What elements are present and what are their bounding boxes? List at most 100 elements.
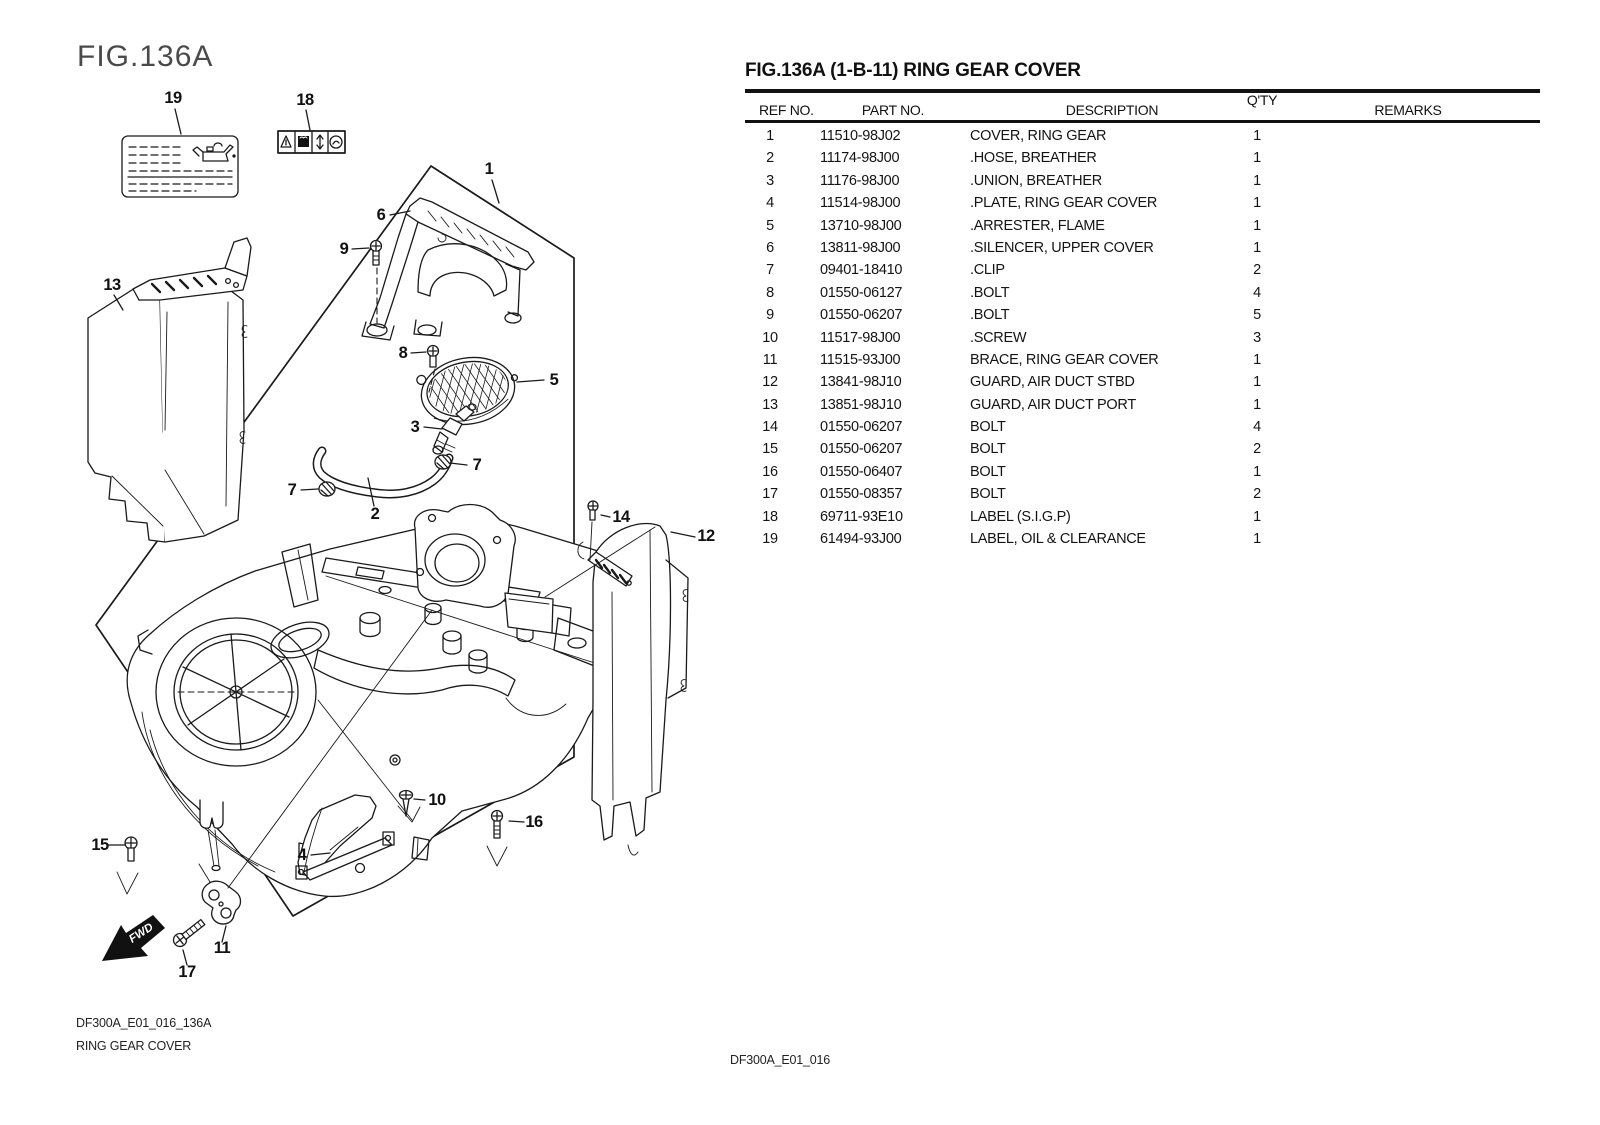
cell-qty: 1 [1253,217,1261,234]
bolt-9-icon [369,239,383,329]
table-header: Q'TY REF NO. PART NO. DESCRIPTION REMARK… [745,92,1540,120]
callout-5: 5 [550,371,559,389]
leader-lines [108,108,696,966]
cell-part: 13811-98J00 [820,239,901,256]
cell-desc: .UNION, BREATHER [970,172,1102,189]
cell-qty: 1 [1253,396,1261,413]
callout-2: 2 [371,505,380,523]
cell-desc: .SILENCER, UPPER COVER [970,239,1154,256]
cell-ref: 4 [766,195,774,212]
cell-part: 69711-93E10 [820,508,903,525]
cell-part: 09401-18410 [820,262,903,279]
oil-clearance-label [121,135,239,198]
cell-ref: 16 [762,463,778,480]
fwd-arrow: FWD [102,915,165,961]
part-13-guard-port [87,237,252,543]
cell-desc: BOLT [970,463,1006,480]
cell-part: 11510-98J02 [820,128,901,144]
header-ref: REF NO. [759,102,814,118]
callout-13: 13 [103,276,121,294]
cell-qty: 4 [1253,419,1261,436]
cell-qty: 2 [1253,486,1261,503]
footer-doc-code: DF300A_E01_016_136A [76,1016,212,1030]
bolt-15-icon [116,836,139,895]
callout-9: 9 [340,240,349,258]
cell-part: 13710-98J00 [820,217,902,234]
header-part: PART NO. [861,102,925,118]
callout-18: 18 [296,91,314,109]
cell-ref: 10 [762,329,778,346]
oil-can-icon [192,142,236,162]
cell-ref: 13 [762,396,778,413]
part-2-hose [312,443,456,499]
callout-12: 12 [697,527,715,545]
cell-desc: BOLT [970,441,1006,458]
cell-desc: BOLT [970,419,1006,436]
callout-7a: 7 [288,481,297,499]
cell-desc: BOLT [970,486,1006,503]
cell-part: 01550-06207 [820,307,903,324]
cell-desc: GUARD, AIR DUCT STBD [970,374,1135,391]
cell-desc: .BOLT [970,284,1010,301]
cell-part: 01550-08357 [820,486,903,503]
callout-numbers: 1 2 3 4 5 6 7 7 8 9 10 11 12 13 14 15 16… [91,89,715,981]
warning-triangle-icon [280,135,292,148]
cell-qty: 1 [1253,150,1261,167]
cell-desc: .PLATE, RING GEAR COVER [970,195,1158,212]
cell-ref: 12 [762,374,778,391]
cell-qty: 4 [1253,284,1261,301]
header-rule [745,120,1540,123]
callout-11: 11 [214,939,231,957]
screw-10-icon [317,699,421,823]
cell-qty: 1 [1253,172,1261,189]
part-11-brace [198,863,242,925]
part-4-plate [295,794,395,881]
callout-3: 3 [411,418,420,436]
table-title: FIG.136A (1-B-11) RING GEAR COVER [745,60,1081,81]
title-rule [745,89,1540,93]
cell-qty: 1 [1253,508,1261,525]
cell-desc: BRACE, RING GEAR COVER [970,351,1159,368]
callout-15: 15 [91,836,109,854]
header-qty: Q'TY [1246,92,1278,108]
cell-part: 01550-06407 [820,463,903,480]
cell-qty: 1 [1253,239,1261,256]
cell-part: 11174-98J00 [820,150,900,167]
cell-desc: .CLIP [970,262,1005,279]
cell-desc: GUARD, AIR DUCT PORT [970,396,1136,413]
cell-desc: LABEL, OIL & CLEARANCE [970,531,1146,548]
callout-1: 1 [485,160,494,178]
part-3-union [432,403,477,455]
cell-part: 13841-98J10 [820,374,902,391]
callout-8: 8 [399,344,408,362]
cell-qty: 1 [1253,374,1261,391]
parts-table: FIG.136A (1-B-11) RING GEAR COVER Q'TY R… [745,60,1540,550]
cell-ref: 18 [762,508,778,525]
cell-qty: 2 [1253,262,1261,279]
part-5-flame-arrester [416,356,519,426]
cell-ref: 15 [762,441,778,458]
cell-desc: .BOLT [970,307,1010,324]
footer-doc-title: RING GEAR COVER [76,1039,192,1053]
part-12-guard-stbd [577,522,689,856]
part-7-clips [318,454,452,497]
cell-part: 11517-98J00 [820,329,901,346]
exploded-diagram: FWD 1 2 [87,89,715,981]
table-row: 12 13841-98J10 GUARD, AIR DUCT STBD 1 [745,371,1540,393]
cell-qty: 1 [1253,195,1261,212]
cell-desc: .HOSE, BREATHER [970,150,1097,167]
callout-17: 17 [178,963,196,981]
